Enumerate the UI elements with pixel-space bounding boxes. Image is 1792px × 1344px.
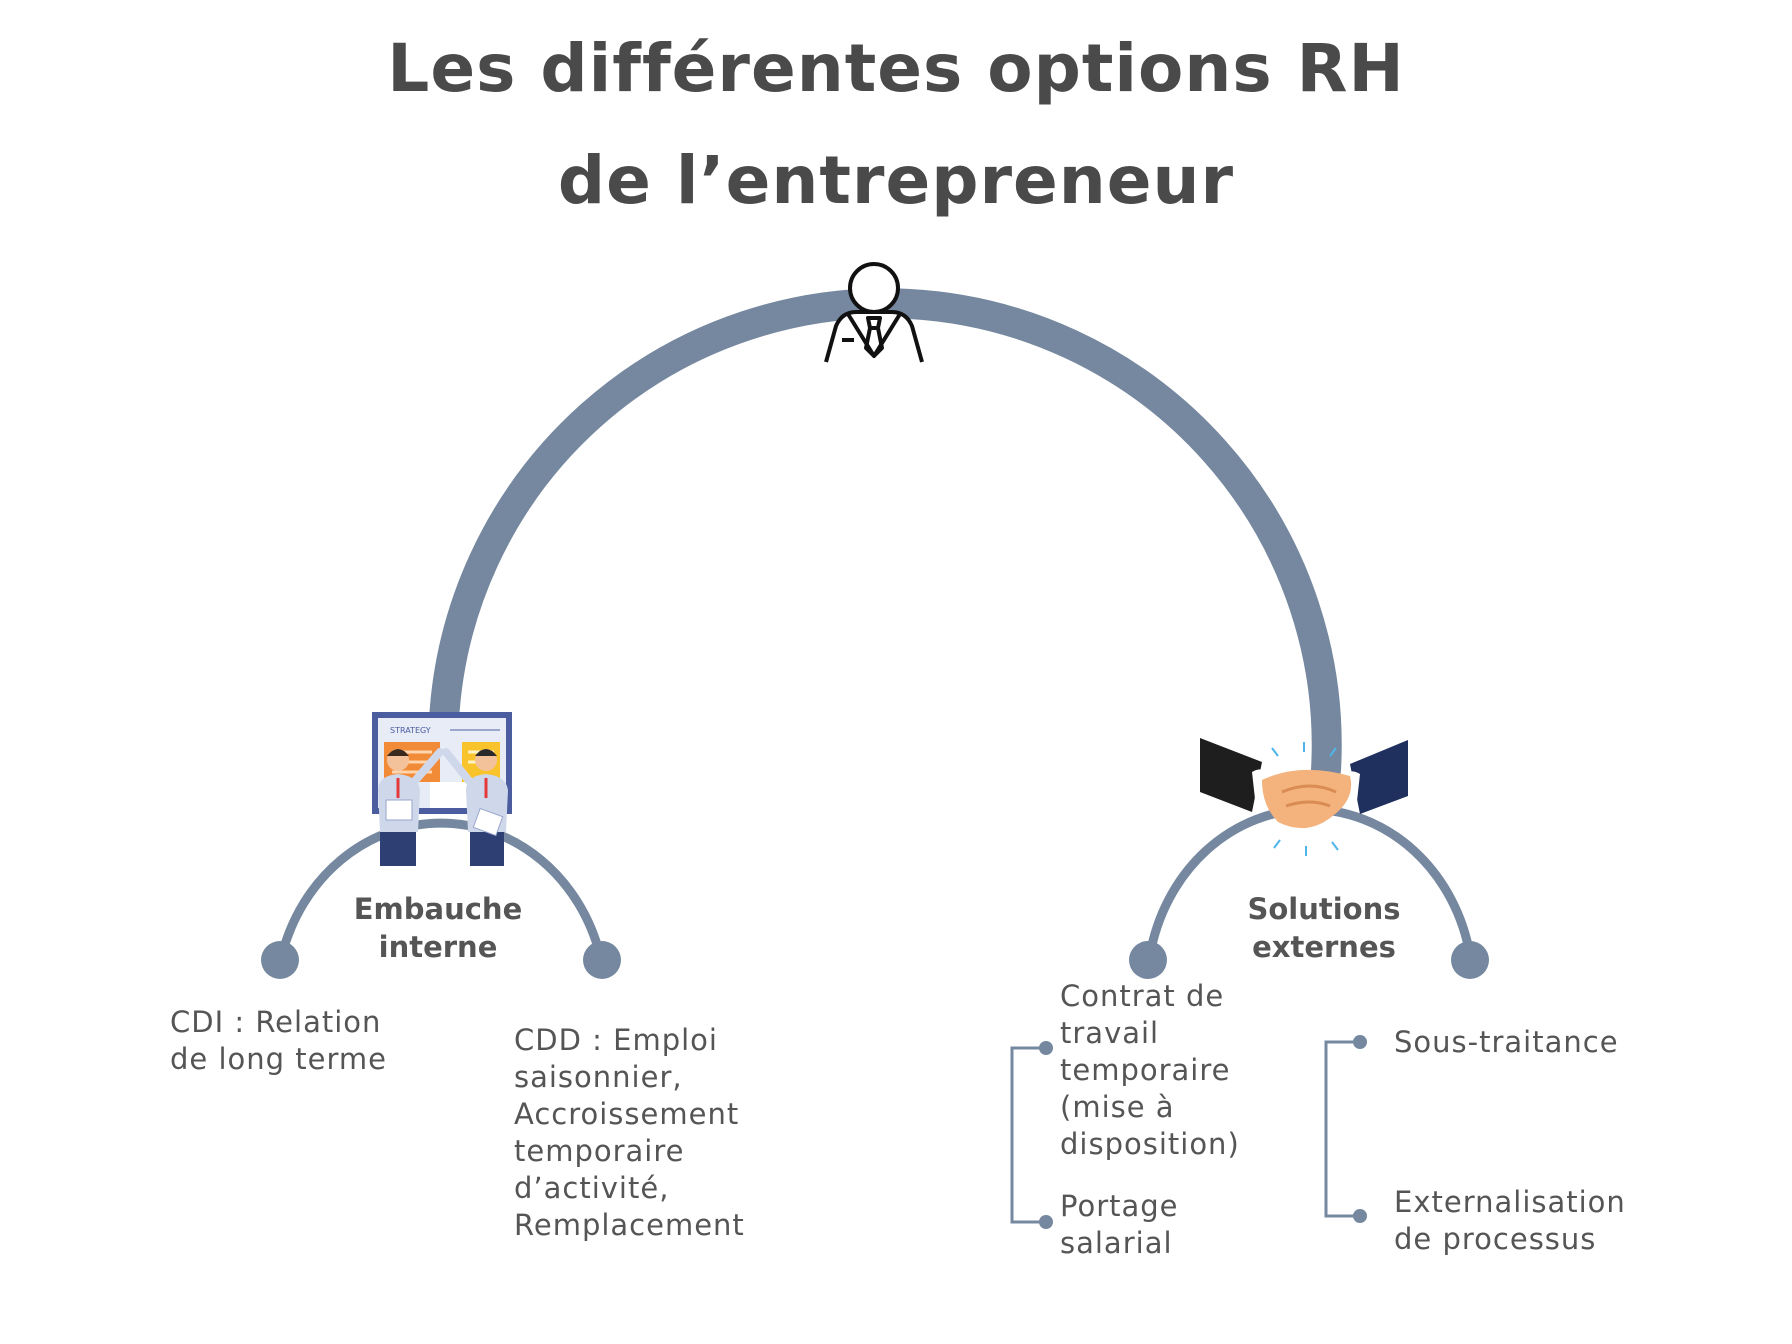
item-portage-salarial: Portage salarial — [1060, 1188, 1179, 1262]
item-line: (mise à — [1060, 1090, 1175, 1124]
left-node-cdd — [583, 941, 621, 979]
item-line: Contrat de — [1060, 979, 1225, 1013]
branch-label-line: Embauche — [353, 892, 523, 926]
item-line: temporaire — [514, 1134, 685, 1168]
businessman-icon — [824, 262, 924, 363]
item-cdd: CDD : Emploi saisonnier, Accroissement t… — [514, 1022, 745, 1244]
item-cdi: CDI : Relation de long terme — [170, 1004, 387, 1078]
item-line: Externalisation — [1394, 1185, 1626, 1219]
item-externalisation: Externalisation de processus — [1394, 1184, 1626, 1258]
title-line-2: de l’entrepreneur — [557, 142, 1235, 219]
item-line: travail — [1060, 1016, 1160, 1050]
item-line: d’activité, — [514, 1171, 670, 1205]
right-node-left — [1129, 941, 1167, 979]
branch-label-embauche-interne: Embauche interne — [308, 890, 568, 966]
item-line: disposition) — [1060, 1127, 1240, 1161]
item-line: de processus — [1394, 1222, 1597, 1256]
bullet-externalisation — [1353, 1209, 1367, 1223]
item-line: CDD : Emploi — [514, 1023, 718, 1057]
bracket-external-group — [1324, 1040, 1358, 1218]
branch-label-line: externes — [1252, 930, 1396, 964]
branch-label-line: Solutions — [1247, 892, 1401, 926]
item-line: temporaire — [1060, 1053, 1231, 1087]
left-sub-arc — [277, 818, 605, 957]
main-arc — [429, 288, 1342, 785]
item-line: CDI : Relation — [170, 1005, 382, 1039]
left-node-cdi — [261, 941, 299, 979]
right-node-right — [1451, 941, 1489, 979]
bullet-contrat — [1039, 1041, 1053, 1055]
handshake-icon — [1200, 738, 1408, 856]
item-line: Sous-traitance — [1394, 1025, 1619, 1059]
item-line: salarial — [1060, 1226, 1173, 1260]
item-sous-traitance: Sous-traitance — [1394, 1024, 1619, 1061]
title-line-1: Les différentes options RH — [387, 30, 1405, 107]
bullet-portage — [1039, 1215, 1053, 1229]
item-line: saisonnier, — [514, 1060, 683, 1094]
item-contrat-travail-temporaire: Contrat de travail temporaire (mise à di… — [1060, 978, 1240, 1163]
bullet-sous-traitance — [1353, 1035, 1367, 1049]
item-line: Remplacement — [514, 1208, 745, 1242]
branch-label-solutions-externes: Solutions externes — [1194, 890, 1454, 966]
item-line: de long terme — [170, 1042, 387, 1076]
item-line: Accroissement — [514, 1097, 740, 1131]
board-text: STRATEGY — [390, 726, 431, 735]
team-strategy-board-icon: STRATEGY — [372, 712, 512, 866]
bracket-temporary-group — [1010, 1046, 1046, 1224]
item-line: Portage — [1060, 1189, 1179, 1223]
branch-label-line: interne — [378, 930, 498, 964]
